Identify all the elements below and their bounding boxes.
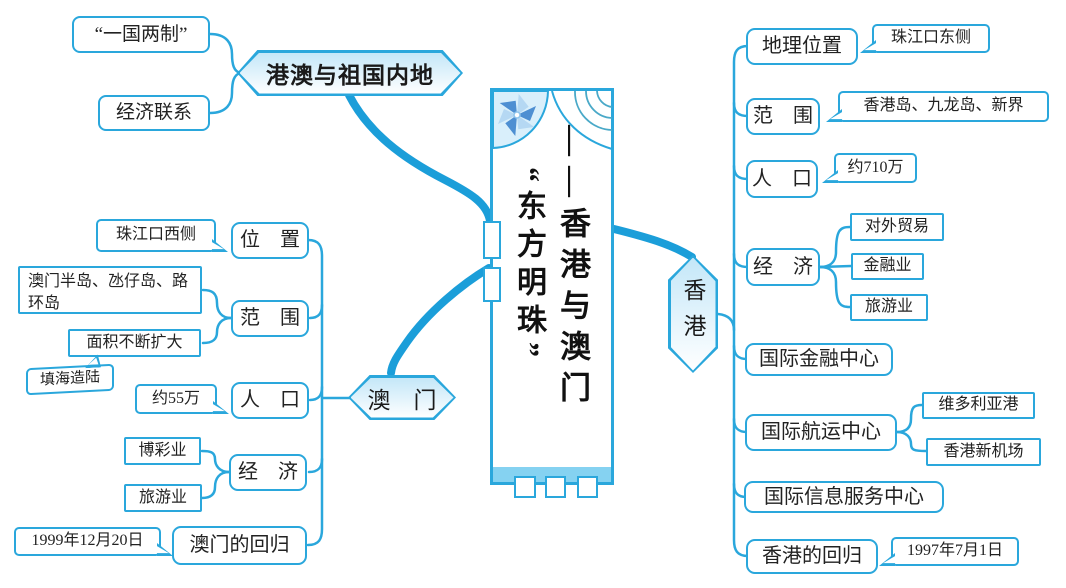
central-title-sub: “东方明珠” (512, 167, 545, 365)
hk-branch-economy: 经 济 (746, 248, 820, 286)
macau-leaf-tourism: 旅游业 (124, 484, 202, 512)
hongkong-label: 香港 (680, 278, 706, 350)
hk-leaf-islands: 香港岛、九龙岛、新界 (838, 91, 1049, 122)
bubble-tail-icon (879, 553, 895, 566)
bubble-tail-icon (157, 543, 173, 556)
hongkong-node: 香港 (668, 255, 718, 373)
bubble-tail-icon (860, 40, 876, 53)
macau-node: 澳 门 (348, 375, 456, 420)
central-topic-panel: ——香港与澳门 “东方明珠” (490, 88, 614, 485)
hk-leaf-east-pearl-river: 珠江口东侧 (872, 24, 990, 53)
mainland-topic-node: 港澳与祖国内地 (237, 50, 463, 96)
panel-left-tab (483, 221, 501, 259)
macau-leaf-islands: 澳门半岛、氹仔岛、路环岛 (18, 266, 202, 314)
hk-leaf-return-date: 1997年7月1日 (891, 537, 1019, 566)
bubble-tail-icon (822, 170, 838, 183)
macau-leaf-west-pearl-river: 珠江口西侧 (96, 219, 216, 252)
macau-leaf-gaming: 博彩业 (124, 437, 201, 465)
panel-bottom-tab (514, 476, 536, 498)
macau-leaf-land-reclamation: 填海造陆 (26, 363, 114, 396)
central-title-main: ——香港与澳门 (555, 125, 590, 412)
hk-branch-return: 香港的回归 (746, 539, 878, 574)
macau-branch-location: 位 置 (231, 222, 309, 259)
hk-branch-financial-center: 国际金融中心 (745, 343, 893, 376)
macau-branch-range: 范 围 (231, 300, 309, 337)
mainland-topic-label: 港澳与祖国内地 (266, 62, 434, 88)
panel-bottom-tab (545, 476, 566, 498)
hk-leaf-tourism: 旅游业 (850, 294, 928, 321)
hk-leaf-foreign-trade: 对外贸易 (850, 213, 944, 241)
node-economic-ties: 经济联系 (98, 95, 210, 131)
macau-label: 澳 门 (367, 386, 437, 413)
macau-branch-population: 人 口 (231, 382, 309, 419)
bubble-tail-icon (212, 239, 228, 252)
hk-branch-population: 人 口 (746, 160, 818, 198)
node-one-country-two-systems: “一国两制” (72, 16, 210, 53)
hk-branch-shipping-center: 国际航运中心 (745, 414, 897, 451)
macau-branch-return: 澳门的回归 (172, 526, 307, 565)
bubble-tail-icon (85, 354, 100, 368)
bubble-tail-icon (213, 401, 229, 414)
macau-leaf-return-date: 1999年12月20日 (14, 527, 161, 556)
macau-leaf-population-550k: 约55万 (135, 384, 217, 414)
macau-branch-economy: 经 济 (229, 454, 307, 491)
hk-branch-info-service-center: 国际信息服务中心 (744, 481, 944, 513)
hk-branch-range: 范 围 (746, 98, 820, 135)
hk-leaf-finance: 金融业 (851, 253, 924, 280)
panel-left-tab (483, 267, 501, 302)
panel-bottom-tab (577, 476, 598, 498)
hk-leaf-new-airport: 香港新机场 (926, 438, 1041, 466)
hk-leaf-victoria-harbour: 维多利亚港 (922, 392, 1035, 419)
hk-branch-geo-location: 地理位置 (746, 28, 858, 65)
bubble-tail-icon (826, 109, 842, 122)
macau-leaf-area-expanding: 面积不断扩大 (68, 329, 201, 357)
hk-leaf-population-7100k: 约710万 (834, 153, 917, 183)
